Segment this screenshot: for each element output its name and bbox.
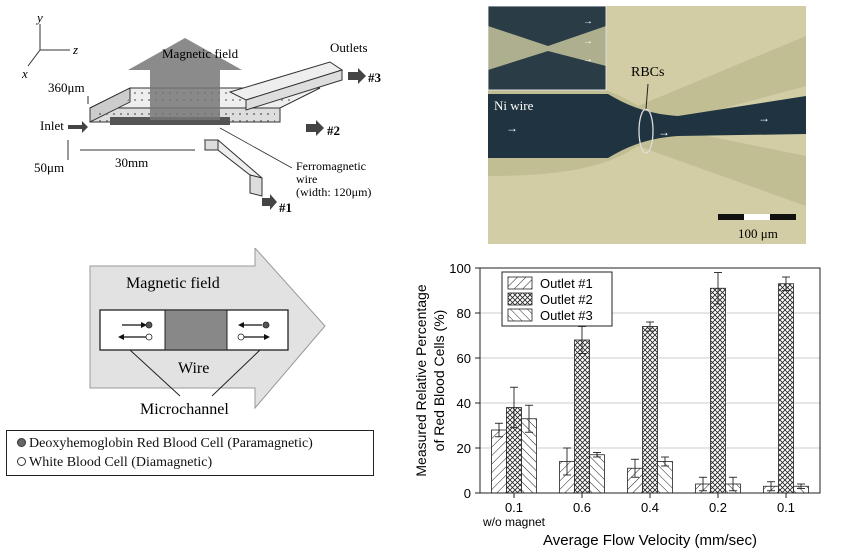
legend-wbc-row: White Blood Cell (Diamagnetic) [17, 455, 212, 471]
legend-entry: Outlet #3 [540, 308, 593, 323]
outlets-label: Outlets [330, 40, 368, 55]
axes-icon [27, 24, 70, 67]
legend-swatch [507, 276, 533, 290]
x-tick-label: 0.1 [505, 500, 523, 515]
wire-cross-section [164, 309, 228, 351]
bar [778, 283, 794, 494]
outlet-3-arrow [348, 68, 366, 84]
magnetic-field-arrow [128, 38, 242, 120]
bar [589, 454, 605, 494]
height-label: 360μm [48, 80, 85, 95]
bar [491, 429, 507, 494]
svg-text:→: → [583, 54, 593, 65]
x-tick-label: 0.1 [777, 500, 795, 515]
x-tick-label: 0.6 [573, 500, 591, 515]
filled-circle-icon [17, 438, 26, 447]
wire-label-line2: wire [296, 172, 317, 186]
x-tick-label: 0.2 [709, 500, 727, 515]
bar-series [491, 272, 809, 494]
bar [710, 287, 726, 494]
svg-text:→: → [583, 16, 593, 27]
cross-wire-label: Wire [178, 360, 209, 377]
ni-wire-region [488, 94, 806, 158]
inlet-arrow [68, 121, 88, 133]
width-label: 50μm [34, 160, 64, 175]
open-circle-icon [17, 457, 26, 466]
legend-entry: Outlet #1 [540, 276, 593, 291]
bar [574, 339, 590, 494]
svg-text:→: → [758, 111, 770, 125]
length-label: 30mm [115, 155, 148, 170]
wbc-arrow-left-chamber [118, 333, 153, 341]
inlet-label: Inlet [40, 118, 64, 133]
y-tick-label: 20 [457, 441, 471, 456]
scale-label: 100 μm [738, 226, 778, 241]
svg-text:→: → [506, 121, 518, 135]
outlet-2-label: #2 [327, 123, 340, 138]
channel-schematic: y z x Magnetic field Outlets #3 #2 #1 36… [21, 10, 382, 215]
axis-z-label: z [72, 42, 78, 57]
y-tick-label: 100 [449, 261, 471, 276]
x-tick-label: 0.4 [641, 500, 659, 515]
cross-microchannel-label: Microchannel [140, 401, 229, 418]
y-tick-label: 0 [464, 486, 471, 501]
magnetic-field-label: Magnetic field [162, 46, 239, 61]
ni-wire-label: Ni wire [494, 98, 534, 113]
y-tick-label: 40 [457, 396, 471, 411]
rbc-arrow-right-chamber [238, 321, 270, 329]
x-axis-label: Average Flow Velocity (mm/sec) [543, 532, 757, 549]
legend-entry: Outlet #2 [540, 292, 593, 307]
outlet-2-arrow [306, 120, 324, 136]
y-tick-label: 60 [457, 351, 471, 366]
x-tick-sublabel: w/o magnet [482, 515, 546, 529]
legend-rbc-label: Deoxyhemoglobin Red Blood Cell (Paramagn… [29, 436, 313, 451]
y-axis-label-line1: Measured Relative Percentage [413, 284, 429, 476]
svg-text:→: → [658, 125, 670, 139]
cell-type-legend: Deoxyhemoglobin Red Blood Cell (Paramagn… [6, 430, 374, 476]
legend-rbc-row: Deoxyhemoglobin Red Blood Cell (Paramagn… [17, 436, 313, 452]
rbc-arrow-left-chamber [122, 321, 153, 329]
micrograph: → → → → → → RBCs Ni wire 100 μm [488, 6, 806, 244]
y-axis-label-line2: of Red Blood Cells (%) [431, 310, 447, 452]
cross-section-diagram: Magnetic field Wire Microchannel [89, 248, 326, 418]
outlet-1-arrow [262, 194, 277, 210]
wire-label-line3: (width: 120μm) [296, 185, 371, 199]
legend-swatch [507, 308, 533, 322]
cross-magnetic-field-label: Magnetic field [126, 275, 220, 292]
ferromagnetic-wire [110, 117, 230, 125]
axis-x-label: x [21, 66, 28, 81]
legend-swatch [507, 292, 533, 306]
y-tick-label: 80 [457, 306, 471, 321]
wbc-arrow-right-chamber [237, 333, 270, 341]
outlet-3-label: #3 [368, 70, 382, 85]
wire-label-line1: Ferromagnetic [296, 159, 366, 173]
rbcs-label: RBCs [631, 65, 664, 80]
bar [642, 326, 658, 494]
axis-y-label: y [35, 10, 43, 25]
svg-text:→: → [583, 36, 593, 47]
legend-wbc-label: White Blood Cell (Diamagnetic) [29, 455, 213, 470]
outlet-1-label: #1 [279, 200, 292, 215]
